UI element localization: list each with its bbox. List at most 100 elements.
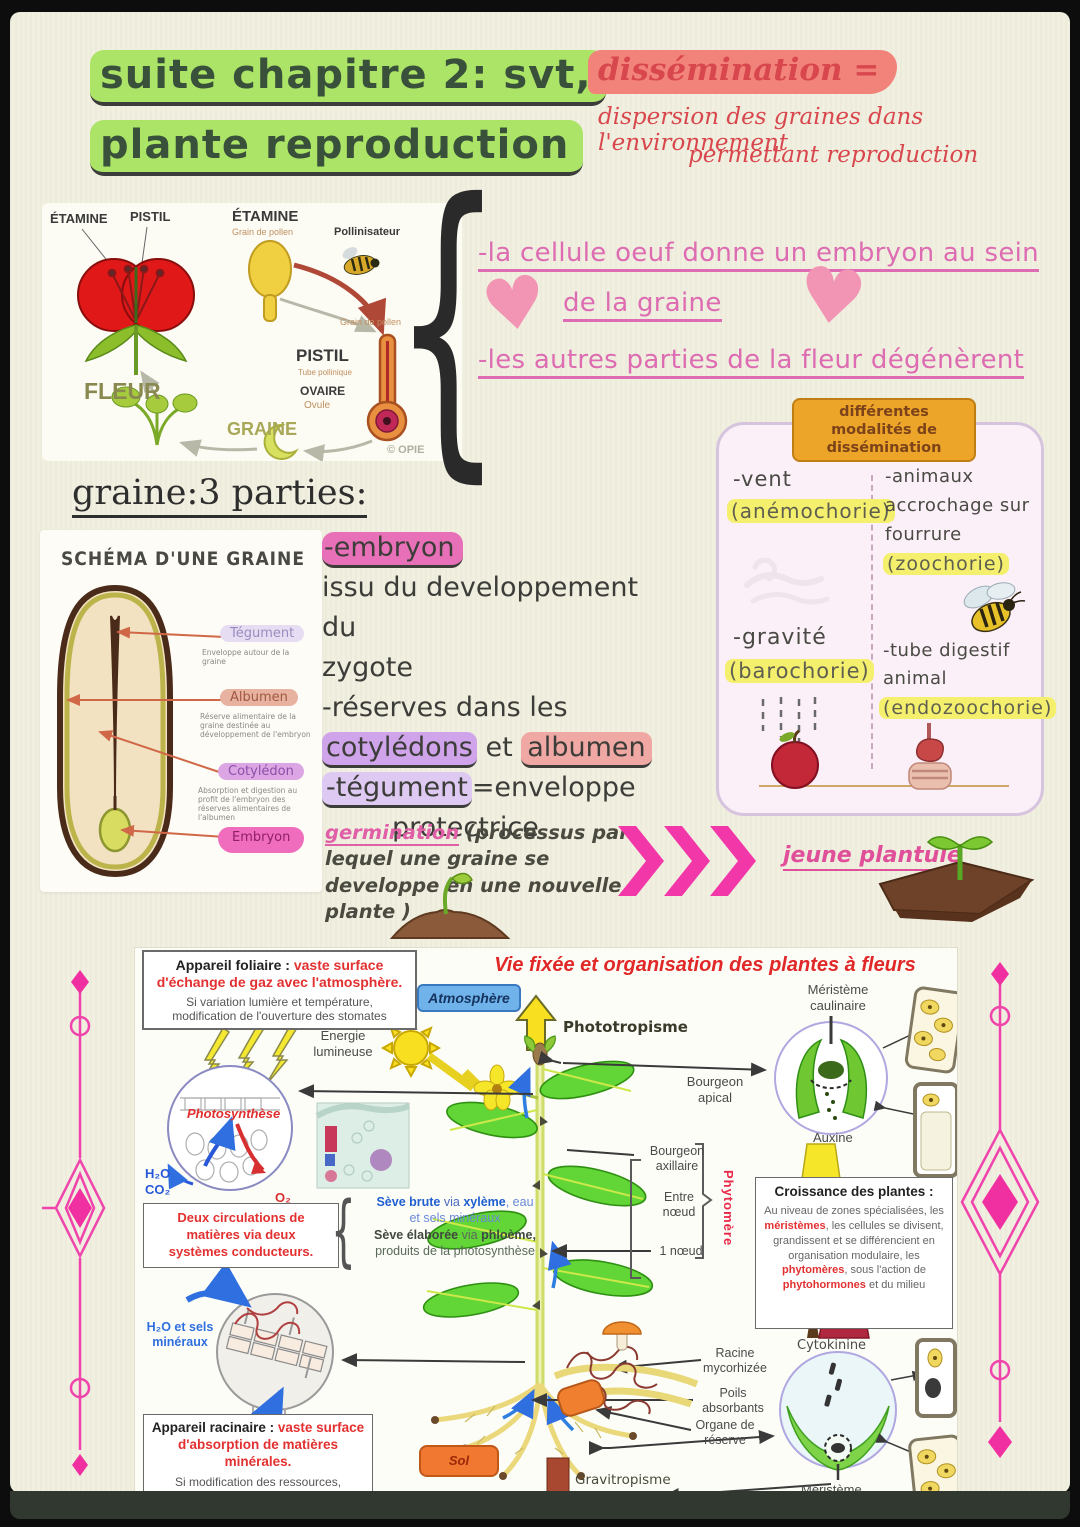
modalites-baseline bbox=[759, 785, 1009, 787]
cotyledons-highlight: cotylédons bbox=[322, 731, 477, 768]
h2o-sels-1: H₂O et sels bbox=[146, 1320, 214, 1334]
note-line3: zygote bbox=[322, 651, 414, 683]
seve-brute-via: via bbox=[440, 1195, 464, 1209]
zoochorie-term: (zoochorie) bbox=[883, 553, 1009, 575]
croissance-box: Croissance des plantes : Au niveau de zo… bbox=[755, 1177, 953, 1329]
h2o-sels-2: minéraux bbox=[152, 1335, 208, 1349]
animaux-line3: fourrure bbox=[885, 523, 962, 545]
racinaire-bold: Appareil racinaire : bbox=[151, 1420, 278, 1435]
gravite-label: -gravité bbox=[733, 625, 827, 650]
croissance-t1: Au niveau de zones spécialisées, les bbox=[764, 1205, 944, 1217]
organe-2: réserve bbox=[704, 1433, 746, 1447]
leaf-section-micrograph bbox=[315, 1102, 411, 1189]
et-word: et bbox=[476, 731, 522, 763]
seve-brute-bold: Sève brute bbox=[376, 1195, 441, 1209]
endozoochorie-term: (endozoochorie) bbox=[879, 697, 1057, 719]
root-tip-circle-icon bbox=[779, 1351, 897, 1480]
croissance-r1: méristèmes bbox=[764, 1219, 826, 1232]
title-text-1: suite chapitre 2: svt, bbox=[90, 50, 606, 106]
cotyledon-caption: Absorption et digestion au profit de l'e… bbox=[198, 786, 298, 822]
gravitropisme-label: Gravitropisme bbox=[575, 1472, 671, 1488]
fleur-label: FLEUR bbox=[84, 378, 161, 404]
tegument-caption: Enveloppe autour de la graine bbox=[202, 648, 290, 666]
poils-2: absorbants bbox=[702, 1401, 764, 1415]
oeuf-note-line1: -la cellule oeuf donne un embryon au sei… bbox=[478, 238, 1039, 272]
curly-brace-icon: { bbox=[392, 137, 504, 509]
graine-heading: graine:3 parties: bbox=[72, 473, 368, 518]
modalites-title-line1: différentes modalités de bbox=[831, 404, 937, 439]
flower-cycle-diagram-icon: ÉTAMINE PISTIL FLEUR ÉTAMINE Grain de po… bbox=[50, 208, 424, 463]
photo-bottom-edge bbox=[10, 1491, 1070, 1519]
sol-tag: Sol bbox=[419, 1445, 499, 1477]
meristeme-caulinaire-1: Méristème bbox=[807, 982, 869, 997]
grain-pollen-top-label: Grain de pollen bbox=[232, 227, 293, 237]
dissemination-term: dissémination = bbox=[588, 50, 898, 94]
racine-myco-2: mycorhizée bbox=[703, 1361, 767, 1375]
seed-label-arrows bbox=[66, 626, 226, 838]
h2o-sels-label: H₂O et sels minéraux bbox=[137, 1320, 223, 1350]
poster-graphics bbox=[167, 986, 957, 1497]
heart-icon: ♥ bbox=[792, 248, 872, 345]
bud-circle-icon bbox=[774, 1016, 888, 1135]
animaux-label: -animaux accrochage sur fourrure bbox=[885, 463, 1030, 549]
page-title-line2: plante reproduction bbox=[90, 120, 584, 176]
modalites-divider bbox=[871, 475, 873, 769]
ovule-label: Ovule bbox=[304, 400, 331, 411]
o2-label: O₂ bbox=[275, 1190, 291, 1205]
modalites-title-tab: différentes modalités de dissémination bbox=[792, 398, 976, 463]
foliaire-red: vaste surface d'échange de gaz avec l'at… bbox=[156, 957, 403, 990]
modalites-box: -vent (anémochorie) -animaux accrochage … bbox=[716, 422, 1057, 816]
seed-schema-panel: SCHÉMA D'UNE GRAINE Tégument Enveloppe a… bbox=[40, 530, 322, 892]
entre-noeud-2: nœud bbox=[662, 1205, 696, 1219]
jeune-plantule-label: jeune plantule bbox=[783, 843, 962, 871]
gravitropisme-arrow-icon bbox=[546, 1457, 570, 1495]
oeuf-note-line2: de la graine bbox=[563, 288, 722, 322]
flower-etamine-left-label: ÉTAMINE bbox=[50, 211, 108, 226]
storage-organ-icon bbox=[557, 1379, 605, 1417]
vent-label: -vent bbox=[733, 467, 792, 491]
grain-pollen-mid-label: Grain de pollen bbox=[340, 317, 401, 327]
flower-cycle-panel: ÉTAMINE PISTIL FLEUR ÉTAMINE Grain de po… bbox=[42, 203, 462, 463]
co2-label: CO₂ bbox=[145, 1181, 171, 1197]
bee-icon bbox=[963, 582, 1026, 633]
gravite-term: (barochorie) bbox=[725, 659, 874, 683]
croissance-body: Au niveau de zones spécialisées, les mér… bbox=[760, 1204, 948, 1293]
appareil-racinaire-box: Appareil racinaire : vaste surface d'abs… bbox=[143, 1414, 373, 1495]
poils-1: Poils bbox=[719, 1386, 747, 1400]
bourgeon-apical-2: apical bbox=[698, 1089, 732, 1105]
embryon-label: Embryon bbox=[218, 826, 305, 853]
note-embryon: -embryon bbox=[322, 528, 667, 568]
oeuf-note-line3: -les autres parties de la fleur dégénère… bbox=[478, 345, 1025, 379]
foliaire-sub2: modification de l'ouverture des stomates bbox=[172, 1008, 387, 1023]
tegument-pill: Tégument bbox=[220, 625, 305, 642]
circulations-line1: Deux circulations de bbox=[177, 1210, 305, 1225]
poster-vie-fixee: Vie fixée et organisation des plantes à … bbox=[135, 948, 957, 1497]
poils-absorbants-label: Poils absorbants bbox=[695, 1386, 771, 1416]
cytokinine-label: Cytokinine bbox=[797, 1338, 867, 1353]
seed-diagram-icon bbox=[57, 584, 173, 878]
croissance-title: Croissance des plantes : bbox=[774, 1184, 934, 1199]
cell-micrograph-icons bbox=[904, 986, 957, 1497]
animaux-term: (zoochorie) bbox=[883, 553, 1009, 575]
schema-title: SCHÉMA D'UNE GRAINE bbox=[60, 548, 306, 570]
note-line7: protectrice bbox=[392, 811, 539, 843]
circulations-box: Deux circulations de matières via deux s… bbox=[143, 1203, 339, 1268]
tube-line1: -tube digestif bbox=[883, 640, 1010, 661]
croissance-t4: et du milieu bbox=[865, 1279, 926, 1292]
h2o-co2-label: H₂O CO₂ bbox=[145, 1166, 170, 1197]
energie-label: Energie lumineuse bbox=[313, 1028, 373, 1059]
photosynthese-circle-icon bbox=[167, 1065, 293, 1191]
tegument-highlight: -tégument bbox=[322, 771, 472, 808]
bourgeon-apical-1: Bourgeon bbox=[686, 1074, 744, 1089]
seve-brute-rest: , eau bbox=[505, 1195, 534, 1209]
appareil-foliaire-box: Appareil foliaire : vaste surface d'écha… bbox=[142, 950, 417, 1030]
modalites-title-line2: dissémination bbox=[826, 440, 942, 457]
un-noeud-label: 1 nœud bbox=[659, 1244, 703, 1258]
albumen-highlight: albumen bbox=[521, 731, 652, 768]
poster-title: Vie fixée et organisation des plantes à … bbox=[494, 954, 916, 976]
note-line4: -réserves dans les bbox=[322, 691, 568, 723]
albumen-label: Albumen bbox=[220, 686, 298, 706]
photosynthese-label: Photosynthèse bbox=[187, 1106, 281, 1121]
xyleme-word: xylème bbox=[463, 1195, 506, 1209]
